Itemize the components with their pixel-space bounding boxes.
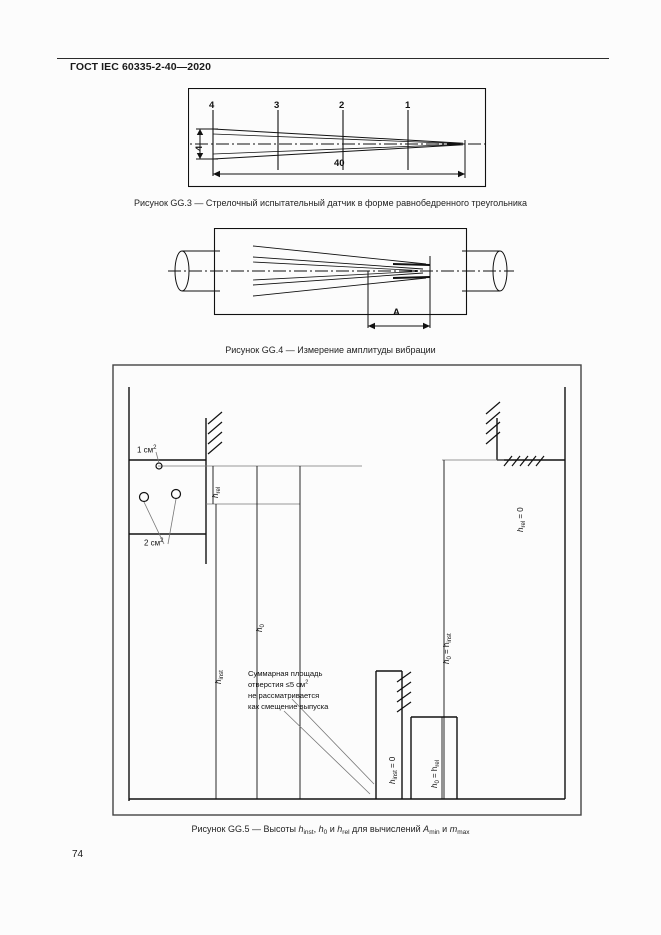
note-line-3: не рассматривается bbox=[248, 691, 320, 700]
probe-length-dimension-label: 40 bbox=[334, 158, 345, 169]
probe-station-1-label: 1 bbox=[405, 100, 411, 111]
figure-gg3-caption: Рисунок GG.3 — Стрелочный испытательный … bbox=[133, 198, 528, 208]
amplitude-dimension-label: A bbox=[393, 307, 400, 318]
h-rel-zero-label: hrel = 0 bbox=[516, 507, 527, 532]
figure-gg5: 1 см2 2 см2 hrel h0 hinst hinst = 0 h0 =… bbox=[112, 364, 582, 816]
area-2cm2-label: 2 см2 bbox=[144, 538, 164, 548]
figure-gg3: 4 3 2 1 4 40 bbox=[188, 88, 488, 188]
outlet-area-note: Суммарная площадь отверстия ≤5 см2 не ра… bbox=[248, 668, 328, 712]
header-rule bbox=[57, 58, 609, 59]
h-0-left-label: h0 bbox=[255, 624, 266, 632]
figure-gg4-caption: Рисунок GG.4 — Измерение амплитуды вибра… bbox=[225, 345, 436, 355]
h-inst-zero-label: hinst = 0 bbox=[388, 756, 399, 784]
h-rel-left-label: hrel bbox=[211, 486, 222, 498]
page-number: 74 bbox=[72, 849, 84, 860]
page-title: ГОСТ IEC 60335-2-40—2020 bbox=[70, 61, 212, 73]
figure-gg5-caption: Рисунок GG.5 — Высоты hinst, h0 и hrel д… bbox=[191, 824, 470, 836]
area-1cm2-label: 1 см2 bbox=[137, 445, 157, 455]
note-line-1: Суммарная площадь bbox=[248, 669, 323, 678]
probe-station-3-label: 3 bbox=[274, 100, 280, 111]
h-inst-left-label: hinst bbox=[214, 670, 225, 684]
note-line-2: отверстия ≤5 см2 bbox=[248, 679, 309, 689]
h0-equals-hrel-label: h0 = hrel bbox=[430, 759, 441, 788]
note-line-4: как смещение выпуска bbox=[248, 702, 329, 711]
probe-height-dimension-label: 4 bbox=[194, 145, 205, 151]
h0-equals-hinst-label: h0 = hinst bbox=[442, 633, 453, 664]
probe-station-2-label: 2 bbox=[339, 100, 345, 111]
figure-gg4: A bbox=[168, 228, 514, 334]
probe-station-4-label: 4 bbox=[209, 100, 215, 111]
